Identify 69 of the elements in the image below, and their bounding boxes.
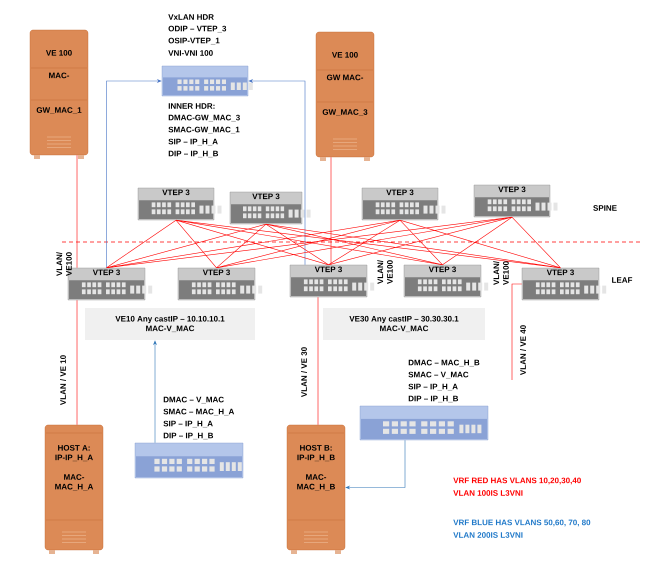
info-panel: VE30 Any castIP – 30.30.30.1 MAC-V_MAC xyxy=(323,308,485,340)
switch-drawing: VTEP 3 xyxy=(522,268,606,300)
connector-line xyxy=(76,154,78,268)
vlan-label: VLAN/ VE100 xyxy=(377,260,393,284)
header-field: DMAC – MAC_H_B xyxy=(408,360,480,366)
server-drawing: HOST B: IP-IP_H_B MAC- MAC_H_B xyxy=(286,424,346,554)
connector-line xyxy=(106,216,512,268)
header-field: SIP – IP_H_A xyxy=(408,384,458,390)
header-field: ODIP – VTEP_3 xyxy=(168,26,226,32)
header-field: SMAC – V_MAC xyxy=(408,372,468,378)
info-panel: VE10 Any castIP – 10.10.10.1 MAC-V_MAC xyxy=(85,308,255,340)
connector-line xyxy=(266,224,561,268)
vlan-label: VLAN/ VE100 xyxy=(493,261,509,285)
connector-line xyxy=(328,220,400,266)
edge-label: VLAN / VE 10 xyxy=(59,354,67,406)
connector-line xyxy=(400,220,561,268)
server-drawing: HOST A: IP-IP_H_A MAC- MAC_H_A xyxy=(44,424,104,554)
switch-drawing xyxy=(360,406,488,440)
header-field: INNER HDR: xyxy=(168,103,215,109)
header-field: VNI-VNI 100 xyxy=(168,50,213,56)
connector-line xyxy=(330,156,332,266)
connector-line xyxy=(266,224,443,266)
edge-label: VLAN / VE 40 xyxy=(519,324,527,376)
header-field: DIP – IP_H_B xyxy=(408,396,458,402)
connector-line xyxy=(400,220,443,266)
connector-line xyxy=(176,220,443,266)
header-field: SIP – IP_H_A xyxy=(168,138,218,146)
note-text: VRF BLUE HAS VLANS 50,60, 70, 80 xyxy=(453,520,590,526)
header-field: VxLAN HDR xyxy=(168,14,214,20)
header-field: SMAC-GW_MAC_1 xyxy=(168,126,240,134)
connector-line xyxy=(106,224,266,268)
edge-label: VLAN / VE 30 xyxy=(300,346,308,398)
note-text: VRF RED HAS VLANS 10,20,30,40 xyxy=(453,478,581,484)
connector-line xyxy=(512,284,522,380)
note-text: VLAN 100IS L3VNI xyxy=(453,490,522,496)
connector-line xyxy=(216,224,266,268)
header-field: DMAC – V_MAC xyxy=(164,396,224,404)
server-drawing: VE 100 GW MAC- GW_MAC_3 xyxy=(316,32,374,161)
note-text: VLAN 200IS L3VNI xyxy=(453,532,522,538)
switch-drawing xyxy=(134,442,244,478)
server-drawing: VE 100 MAC- GW_MAC_1 xyxy=(30,30,88,159)
connector-line xyxy=(442,216,512,266)
switch-drawing: VTEP 3 xyxy=(230,192,311,224)
connector-line xyxy=(328,216,512,266)
header-field: DIP – IP_H_B xyxy=(164,432,214,440)
switch-drawing: VTEP 3 xyxy=(362,188,446,220)
header-field: DMAC-GW_MAC_3 xyxy=(168,114,240,122)
layer-label: LEAF xyxy=(612,277,632,283)
connector-line xyxy=(176,220,329,266)
layer-label: SPINE xyxy=(593,205,617,211)
switch-drawing xyxy=(162,66,253,96)
switch-drawing: VTEP 3 xyxy=(178,268,262,300)
connector-line xyxy=(76,300,78,426)
connector-line xyxy=(266,224,329,266)
header-field: DIP – IP_H_B xyxy=(168,150,218,158)
connector-line xyxy=(106,220,176,268)
header-field: OSIP-VTEP_1 xyxy=(168,38,220,44)
connector-line xyxy=(512,216,561,268)
connector-line xyxy=(216,216,512,268)
switch-drawing: VTEP 3 xyxy=(290,264,374,298)
header-field: SIP – IP_H_A xyxy=(163,420,213,428)
connector-line xyxy=(176,220,561,268)
vlan-label: VLAN/ VE100 xyxy=(56,252,72,276)
switch-drawing: VTEP 3 xyxy=(138,188,222,220)
connector-line xyxy=(216,220,400,268)
connector-line xyxy=(176,220,217,268)
switch-drawing: VTEP 3 xyxy=(404,264,488,298)
switch-drawing: VTEP 3 xyxy=(474,184,558,218)
header-field: SMAC – MAC_H_A xyxy=(163,408,234,416)
